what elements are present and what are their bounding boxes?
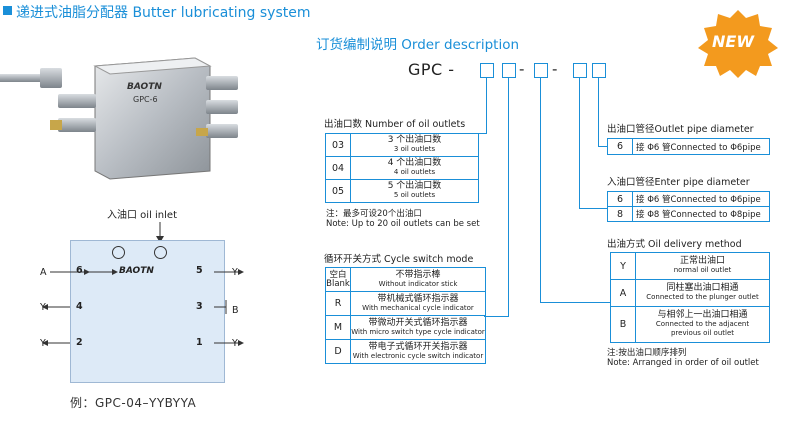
port-6: 6 — [76, 265, 83, 276]
cycle-code: 空白 Blank — [325, 267, 351, 292]
order-title: 订货编制说明 Order description — [316, 37, 520, 53]
outlets-note-en: Note: Up to 20 oil outlets can be set — [326, 219, 480, 229]
outlet-cn: 5 个出油口数 — [387, 181, 442, 191]
outlet-code: 03 — [325, 133, 351, 157]
port-circle-icon — [112, 246, 125, 259]
enter-pipe-title: 入油口管径Enter pipe diameter — [607, 177, 750, 188]
port-5: 5 — [196, 265, 203, 276]
delivery-note-en: Note: Arranged in order of oil outlet — [607, 358, 759, 368]
enter-pipe-desc: 接 Φ8 管Connected to Φ8pipe — [632, 206, 770, 222]
cycle-code: M — [325, 315, 351, 340]
port-4: 4 — [76, 301, 83, 312]
delivery-cn: 正常出油口 — [679, 256, 725, 266]
cycle-en: Without indicator stick — [378, 279, 458, 288]
diagram-brand: BAOTN — [119, 266, 154, 276]
outlet-cn: 3 个出油口数 — [387, 135, 442, 145]
example-code: 例：GPC-04–YYBYYA — [70, 396, 197, 410]
cycle-code: D — [325, 339, 351, 364]
code-box-4 — [573, 63, 587, 78]
delivery-en: normal oil outlet — [673, 266, 732, 274]
code-dash: - — [552, 60, 558, 78]
letter-y: Y — [40, 338, 46, 349]
outlet-en: 5 oil outlets — [393, 191, 436, 199]
outlet-code: 05 — [325, 179, 351, 203]
delivery-cn: 与相邻上一出油口相通 — [657, 310, 748, 320]
new-badge-text: NEW — [712, 32, 754, 51]
delivery-code: B — [610, 306, 636, 343]
delivery-en: Connected to the plunger outlet — [646, 293, 759, 301]
delivery-en: Connected to the adjacent previous oil o… — [655, 320, 750, 337]
enter-pipe-desc: 接 Φ6 管Connected to Φ6pipe — [632, 191, 770, 207]
header-square-icon — [3, 6, 12, 15]
port-2: 2 — [76, 337, 83, 348]
delivery-code: A — [610, 279, 636, 307]
port-1: 1 — [196, 337, 203, 348]
cycle-cn: 不带指示棒 — [395, 269, 441, 280]
outlet-pipe-title: 出油口管径Outlet pipe diameter — [607, 124, 754, 135]
product-brand: BAOTN — [127, 82, 162, 92]
outlet-pipe-code: 6 — [607, 138, 633, 155]
code-box-5 — [592, 63, 606, 78]
gpc-prefix: GPC - — [408, 60, 455, 79]
cycle-en: With mechanical cycle indicator — [362, 303, 474, 312]
port-circle-icon — [154, 246, 167, 259]
letter-y: Y — [232, 338, 238, 349]
outlet-cn: 4 个出油口数 — [387, 158, 442, 168]
cycle-cn: 带电子式循环开关指示器 — [368, 341, 468, 352]
cycle-cn: 带微动开关式循环指示器 — [368, 317, 468, 328]
delivery-code: Y — [610, 252, 636, 280]
inlet-arrow-icon — [156, 222, 164, 243]
enter-pipe-code: 6 — [607, 191, 633, 207]
outlet-en: 4 oil outlets — [393, 168, 436, 176]
letter-y: Y — [40, 302, 46, 313]
code-box-1 — [480, 63, 494, 78]
letter-y: Y — [232, 267, 238, 278]
code-dash: - — [519, 60, 525, 78]
product-model: GPC-6 — [133, 95, 158, 104]
outlet-en: 3 oil outlets — [393, 145, 436, 153]
outlet-pipe-desc: 接 Φ6 管Connected to Φ6pipe — [632, 138, 770, 155]
new-badge-icon — [698, 10, 778, 78]
delivery-cn: 同柱塞出油口相通 — [666, 283, 739, 293]
code-box-3 — [534, 63, 548, 78]
port-3: 3 — [196, 301, 203, 312]
letter-a: A — [40, 267, 47, 278]
delivery-note-cn: 注:按出油口顺序排列 — [607, 348, 687, 358]
enter-pipe-code: 8 — [607, 206, 633, 222]
inlet-label: 入油口 oil inlet — [107, 210, 177, 221]
page-title: 递进式油脂分配器 Butter lubricating system — [16, 5, 311, 21]
cycle-en: With electronic cycle switch indicator — [352, 351, 484, 360]
outlets-note-cn: 注：最多可设20个出油口 — [326, 209, 422, 219]
diagram-lines — [42, 269, 244, 346]
delivery-title: 出油方式 Oil delivery method — [607, 239, 742, 250]
cycle-code: R — [325, 291, 351, 316]
cycle-en: With micro switch type cycle indicator — [351, 327, 485, 336]
cycle-title: 循环开关方式 Cycle switch mode — [324, 254, 474, 265]
letter-b: B — [232, 305, 239, 316]
distributor-diagram — [70, 240, 225, 383]
outlet-code: 04 — [325, 156, 351, 180]
outlets-title: 出油口数 Number of oil outlets — [324, 119, 466, 130]
code-box-2 — [502, 63, 516, 78]
product-photo — [0, 57, 238, 180]
cycle-cn: 带机械式循环指示器 — [377, 293, 459, 304]
